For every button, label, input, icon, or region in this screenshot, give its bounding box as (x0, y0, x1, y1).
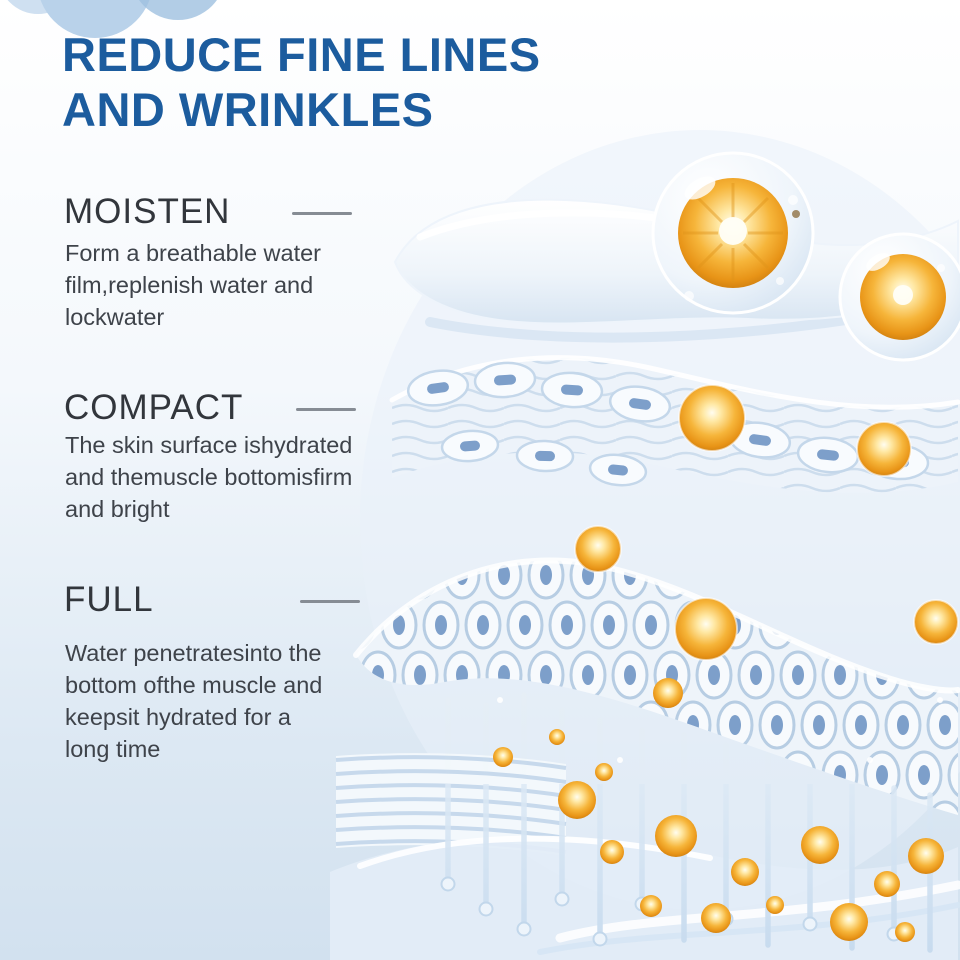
heading-rule (292, 212, 352, 215)
heading-rule (296, 408, 356, 411)
section-heading-moisten: MOISTEN (64, 192, 231, 231)
page-title: REDUCE FINE LINES AND WRINKLES (62, 28, 541, 138)
fiber-layer (389, 355, 960, 493)
gold-droplet (856, 421, 912, 477)
section-body-full: Water penetratesinto the bottom ofthe mu… (65, 640, 323, 762)
section-heading-compact: COMPACT (64, 388, 244, 427)
section-body-compact: The skin surface ishydrated and themuscl… (65, 432, 353, 522)
page-title-line-1: REDUCE FINE LINES (62, 28, 541, 81)
moisture-streams (445, 692, 933, 953)
cell-layer (353, 525, 960, 815)
section-body-moisten: Form a breathable water film,replenish w… (65, 240, 322, 330)
gold-bubbles-field (493, 697, 944, 942)
gold-droplet (574, 525, 622, 573)
gold-droplet (674, 597, 738, 661)
section-heading-full: FULL (64, 580, 154, 619)
serum-bubble-2 (838, 232, 960, 362)
page-title-line-2: AND WRINKLES (62, 82, 434, 136)
gold-droplet (653, 678, 683, 708)
layer-stack (335, 753, 567, 856)
serum-bubble-1 (651, 151, 815, 315)
heading-rule (300, 600, 360, 603)
gold-droplet (678, 384, 746, 452)
gold-droplet (913, 599, 959, 645)
